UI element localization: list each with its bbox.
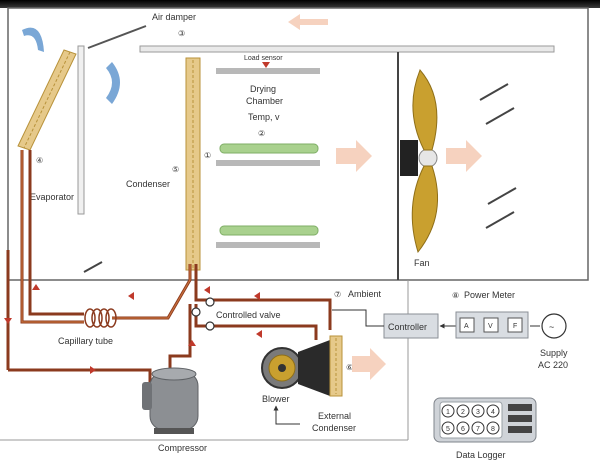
air-damper-label: Air damper [152,12,196,22]
marker-1: ① [204,151,211,160]
curved-air-arrow-icon [22,27,44,52]
external-condenser-label-2: Condenser [312,423,356,433]
ac-source-icon: ~ [541,313,567,339]
hot-air-arrow-top [288,14,328,30]
controller-label: Controller [388,322,427,332]
key-4: 4 [491,409,495,416]
capillary-tube-label: Capillary tube [58,336,113,346]
load-sensor-marker [262,62,270,68]
marker-8: ⑧ [452,291,459,300]
drying-chamber-label-2: Chamber [246,96,283,106]
capillary-tube-coil [84,308,117,328]
power-meter-label: Power Meter [464,290,515,300]
hot-air-arrow-mid [336,140,372,172]
outlet-vents [479,83,517,229]
key-7: 7 [476,426,480,433]
marker-3: ③ [178,29,185,38]
condenser-coil [185,57,201,271]
marker-2: ② [258,129,265,138]
data-logger: 1 2 3 4 5 6 7 8 [433,397,537,443]
condenser-label: Condenser [126,179,170,189]
divider-plate [77,45,85,215]
blower-signal-wire [273,405,300,425]
supply-symbol: ~ [549,322,554,332]
data-logger-label: Data Logger [456,450,506,460]
air-damper-flap [87,25,147,49]
flow-arrows [4,284,262,374]
marker-5: ⑤ [172,165,179,174]
controller-box [383,313,439,339]
hot-air-arrow-fan [446,140,482,172]
meter-key-v: V [488,323,493,330]
controlled-valves [191,297,215,331]
temp-v-label: Temp, v [248,112,280,122]
hot-air-arrow-ext [352,348,386,380]
keypad-icon: 1 2 3 4 5 6 7 8 [441,404,500,435]
top-rail [139,45,555,53]
meter-key-f: F [513,323,517,330]
blower-label: Blower [262,394,290,404]
ambient-label: Ambient [348,289,382,299]
supply-label-2: AC 220 [538,360,568,370]
meter-key-a: A [464,323,469,330]
key-8: 8 [491,426,495,433]
compressor [142,367,199,434]
key-3: 3 [476,409,480,416]
inlet-vent [83,261,103,273]
marker-6: ⑥ [346,363,353,372]
supply-label-1: Supply [540,348,568,358]
load-sensor-label: Load sensor [244,55,283,62]
curved-air-arrow-icon [106,62,120,104]
fan-label: Fan [414,258,430,268]
key-2: 2 [461,409,465,416]
marker-4: ④ [36,156,43,165]
key-5: 5 [446,426,450,433]
fan-icon [400,69,438,254]
top-dark-bar [0,0,600,8]
drying-chamber-label-1: Drying [250,84,276,94]
external-condenser-label-1: External [318,411,351,421]
marker-7: ⑦ [334,290,341,299]
meter-keys: A V F [459,317,523,333]
compressor-label: Compressor [158,443,207,453]
drying-chamber [216,56,320,256]
key-6: 6 [461,426,465,433]
controlled-valve-label: Controlled valve [216,310,281,320]
evaporator-label: Evaporator [30,192,74,202]
blower-icon [261,340,330,396]
key-1: 1 [446,409,450,416]
controller-to-valve-wire [332,309,384,327]
